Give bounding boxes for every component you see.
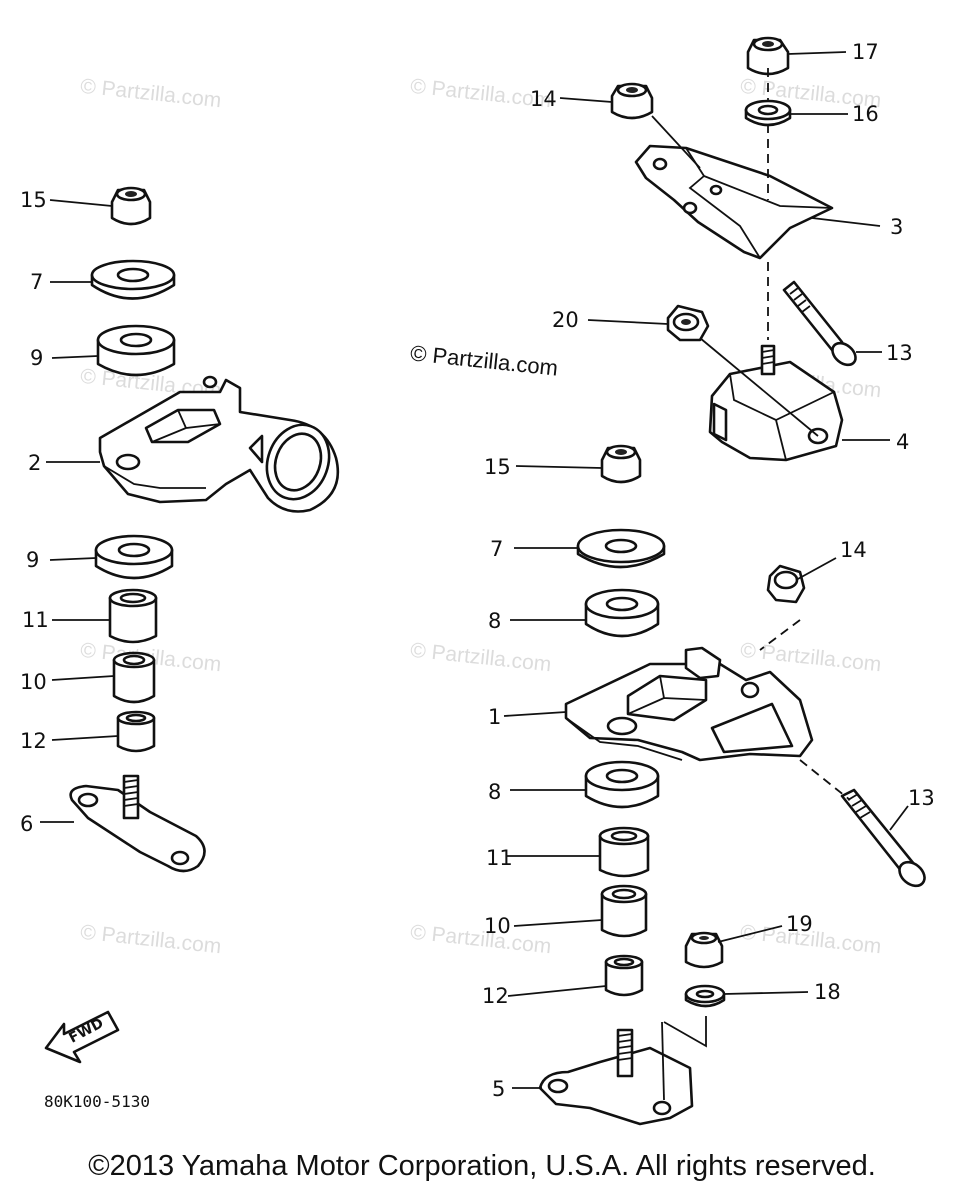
callout-8: 8 xyxy=(488,780,502,804)
rubber-9-upper-left xyxy=(96,324,176,377)
callout-18: 18 xyxy=(814,980,841,1004)
nut-15-right xyxy=(600,444,642,484)
callout-8: 8 xyxy=(488,609,502,633)
bolt-13-lower xyxy=(840,788,926,888)
callout-13: 13 xyxy=(886,341,913,365)
bracket-3 xyxy=(634,144,834,260)
collar-11-left xyxy=(108,588,158,644)
washer-18 xyxy=(684,984,726,1008)
nut-15-left xyxy=(110,186,152,226)
callout-2: 2 xyxy=(28,451,42,475)
bolt-13-top xyxy=(782,280,857,367)
washer-16 xyxy=(744,99,792,127)
diagram-code: 80K100-5130 xyxy=(44,1092,150,1111)
callout-1: 1 xyxy=(488,705,502,729)
callout-4: 4 xyxy=(896,430,910,454)
callout-16: 16 xyxy=(852,102,879,126)
copyright-notice: ©2013 Yamaha Motor Corporation, U.S.A. A… xyxy=(88,1150,876,1182)
callout-5: 5 xyxy=(492,1077,506,1101)
rubber-8-lower xyxy=(584,760,660,809)
collar-11-right xyxy=(598,826,650,878)
callout-14: 14 xyxy=(840,538,867,562)
callout-11: 11 xyxy=(22,608,49,632)
callout-9: 9 xyxy=(26,548,40,572)
nut-17 xyxy=(746,36,790,76)
callout-10: 10 xyxy=(20,670,47,694)
nut-14-right xyxy=(766,564,806,604)
mount-plate-5 xyxy=(538,1028,694,1126)
callout-7: 7 xyxy=(490,537,504,561)
callout-15: 15 xyxy=(20,188,47,212)
collar-10-right xyxy=(600,884,648,938)
callout-13: 13 xyxy=(908,786,935,810)
callout-3: 3 xyxy=(890,215,904,239)
collar-12-right xyxy=(604,954,644,997)
nut-20 xyxy=(666,304,710,342)
callout-20: 20 xyxy=(552,308,579,332)
nut-14-top xyxy=(610,82,654,120)
bracket-1 xyxy=(564,646,814,762)
callout-14: 14 xyxy=(530,87,557,111)
mount-plate-6 xyxy=(69,774,206,873)
rubber-8-upper xyxy=(584,588,660,638)
callout-12: 12 xyxy=(20,729,47,753)
collar-10-left xyxy=(112,651,156,704)
callout-17: 17 xyxy=(852,40,879,64)
callout-10: 10 xyxy=(484,914,511,938)
washer-7-right xyxy=(576,528,666,569)
callout-7: 7 xyxy=(30,270,44,294)
callout-11: 11 xyxy=(486,846,513,870)
washer-7-left xyxy=(90,259,176,300)
fwd-arrow-icon xyxy=(44,1010,120,1064)
callout-12: 12 xyxy=(482,984,509,1008)
callout-9: 9 xyxy=(30,346,44,370)
collar-12-left xyxy=(116,710,156,753)
callout-19: 19 xyxy=(786,912,813,936)
bracket-2 xyxy=(98,375,340,513)
mount-4 xyxy=(708,344,844,462)
callout-6: 6 xyxy=(20,812,34,836)
rubber-9-lower-left xyxy=(94,534,174,580)
nut-19 xyxy=(684,931,724,969)
callout-15: 15 xyxy=(484,455,511,479)
